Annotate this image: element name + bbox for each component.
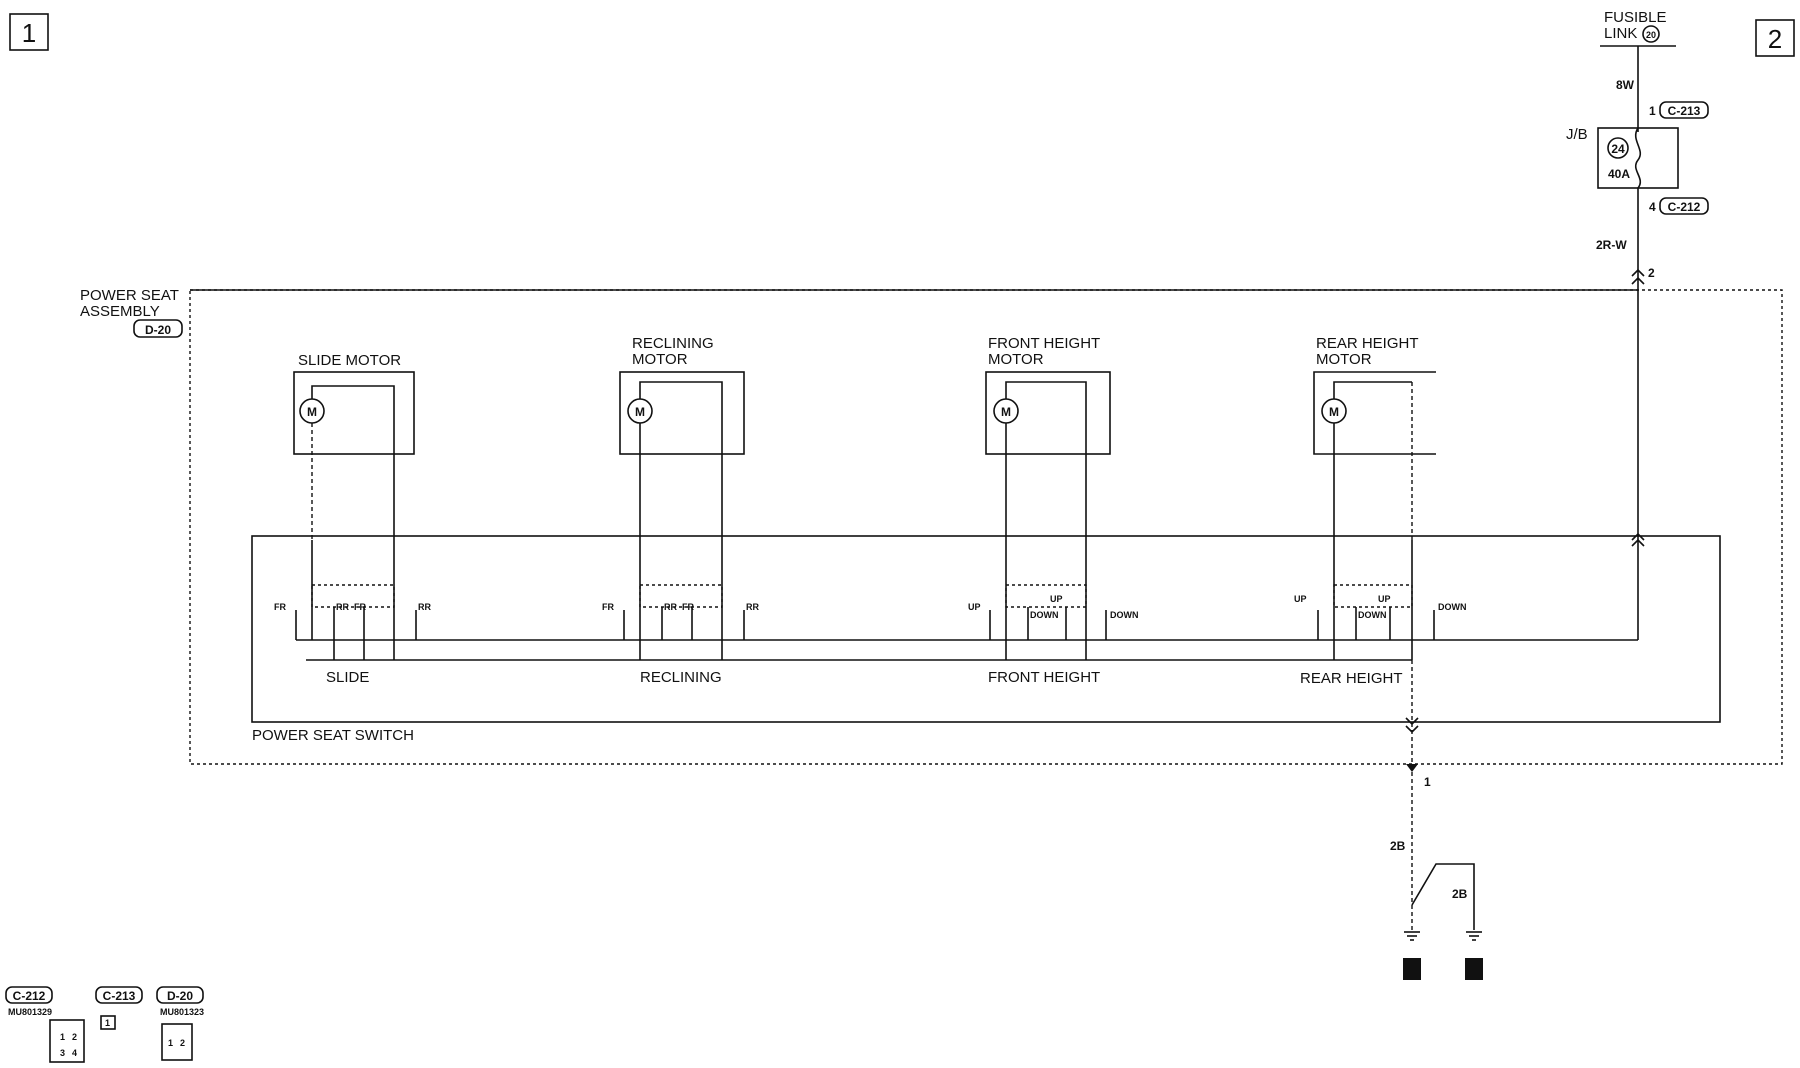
svg-text:MU801323: MU801323 [160, 1007, 204, 1017]
switch-reclining: FR RR FR RR RECLINING [602, 584, 759, 686]
svg-text:RR: RR [418, 602, 431, 612]
svg-text:1: 1 [60, 1032, 65, 1042]
svg-text:UP: UP [1294, 594, 1307, 604]
svg-text:SLIDE MOTOR: SLIDE MOTOR [298, 352, 401, 369]
svg-text:FR: FR [602, 602, 614, 612]
svg-text:4: 4 [72, 1048, 77, 1058]
svg-text:FR: FR [274, 602, 286, 612]
ground-symbol-b [1465, 931, 1483, 980]
svg-text:J/B: J/B [1566, 126, 1588, 143]
svg-text:D-20: D-20 [145, 323, 171, 337]
svg-text:M: M [1001, 405, 1011, 419]
svg-text:UP: UP [1378, 594, 1391, 604]
svg-text:FRONT HEIGHT: FRONT HEIGHT [988, 669, 1100, 686]
svg-text:UP: UP [1050, 594, 1063, 604]
power-seat-switch: POWER SEAT SWITCH [251, 535, 1721, 744]
svg-text:3: 3 [60, 1048, 65, 1058]
svg-text:UP: UP [968, 602, 981, 612]
connector-c212-label: C-212 [1659, 197, 1709, 215]
motor-reclining: RECLINING MOTOR M [619, 335, 745, 540]
page-marker-2: 2 [1755, 19, 1795, 57]
svg-text:RECLINING: RECLINING [632, 335, 714, 352]
connector-c213-label: C-213 [1659, 101, 1709, 119]
power-seat-assembly: POWER SEAT ASSEMBLY D-20 [80, 287, 1783, 765]
pin-c212: 4 [1649, 200, 1656, 214]
svg-text:C-213: C-213 [103, 989, 136, 1003]
svg-text:POWER SEAT SWITCH: POWER SEAT SWITCH [252, 727, 414, 744]
svg-text:DOWN: DOWN [1358, 610, 1387, 620]
wire-label-2b-a: 2B [1390, 839, 1406, 853]
page-marker-1: 1 [9, 13, 49, 51]
fuse-element [1634, 127, 1642, 189]
svg-text:2: 2 [180, 1038, 185, 1048]
connector-view-c213: C-213 1 [95, 986, 143, 1030]
motor-slide: SLIDE MOTOR M [293, 352, 415, 540]
fusible-link: FUSIBLE LINK 20 [1600, 9, 1676, 47]
svg-text:FR: FR [354, 602, 366, 612]
svg-text:REAR HEIGHT: REAR HEIGHT [1316, 335, 1419, 352]
connector-view-c212: C-212 MU801329 1 2 3 4 [5, 986, 85, 1063]
svg-text:DOWN: DOWN [1030, 610, 1059, 620]
svg-text:RR: RR [746, 602, 759, 612]
svg-text:FUSIBLE: FUSIBLE [1604, 9, 1667, 26]
svg-text:SLIDE: SLIDE [326, 669, 369, 686]
junction-block: J/B 24 40A [1566, 126, 1679, 189]
svg-text:2: 2 [72, 1032, 77, 1042]
svg-text:2: 2 [1768, 24, 1782, 54]
svg-text:C-212: C-212 [1668, 200, 1701, 214]
ground-symbol-a [1403, 931, 1421, 980]
svg-text:MOTOR: MOTOR [988, 351, 1044, 368]
motor-front-height: FRONT HEIGHT MOTOR M [985, 335, 1111, 540]
svg-text:LINK: LINK [1604, 25, 1637, 42]
svg-text:24: 24 [1611, 142, 1625, 156]
pin-seat: 2 [1648, 266, 1655, 280]
svg-text:C-212: C-212 [13, 989, 46, 1003]
svg-text:D-20: D-20 [167, 989, 193, 1003]
svg-text:1: 1 [168, 1038, 173, 1048]
svg-text:RR: RR [664, 602, 677, 612]
pin-c213: 1 [1649, 104, 1656, 118]
svg-text:RR: RR [336, 602, 349, 612]
svg-text:ASSEMBLY: ASSEMBLY [80, 303, 160, 320]
svg-text:MOTOR: MOTOR [632, 351, 688, 368]
svg-text:20: 20 [1646, 30, 1656, 40]
switch-front-height: UP DOWN UP DOWN FRONT HEIGHT [968, 584, 1139, 686]
svg-text:M: M [307, 405, 317, 419]
wire-label-2b-b: 2B [1452, 887, 1468, 901]
svg-text:40A: 40A [1608, 167, 1630, 181]
connector-view-d20: D-20 MU801323 1 2 [156, 986, 204, 1061]
pin-ground: 1 [1424, 775, 1431, 789]
svg-text:C-213: C-213 [1668, 104, 1701, 118]
svg-text:RECLINING: RECLINING [640, 669, 722, 686]
switch-drop-wires [295, 540, 1435, 660]
svg-text:DOWN: DOWN [1438, 602, 1467, 612]
svg-text:M: M [1329, 405, 1339, 419]
switch-rear-height: UP DOWN UP DOWN REAR HEIGHT [1294, 584, 1467, 687]
svg-text:M: M [635, 405, 645, 419]
svg-text:FR: FR [682, 602, 694, 612]
svg-text:REAR HEIGHT: REAR HEIGHT [1300, 670, 1403, 687]
svg-text:MU801329: MU801329 [8, 1007, 52, 1017]
wire-label-8w: 8W [1616, 78, 1635, 92]
svg-text:POWER SEAT: POWER SEAT [80, 287, 179, 304]
svg-text:FRONT HEIGHT: FRONT HEIGHT [988, 335, 1100, 352]
svg-text:1: 1 [105, 1018, 110, 1028]
svg-text:1: 1 [22, 18, 36, 48]
svg-text:MOTOR: MOTOR [1316, 351, 1372, 368]
wire-label-2r-w: 2R-W [1596, 238, 1627, 252]
switch-slide: FR RR FR RR SLIDE [274, 584, 431, 686]
motor-rear-height: REAR HEIGHT MOTOR M [1313, 335, 1436, 540]
svg-text:DOWN: DOWN [1110, 610, 1139, 620]
